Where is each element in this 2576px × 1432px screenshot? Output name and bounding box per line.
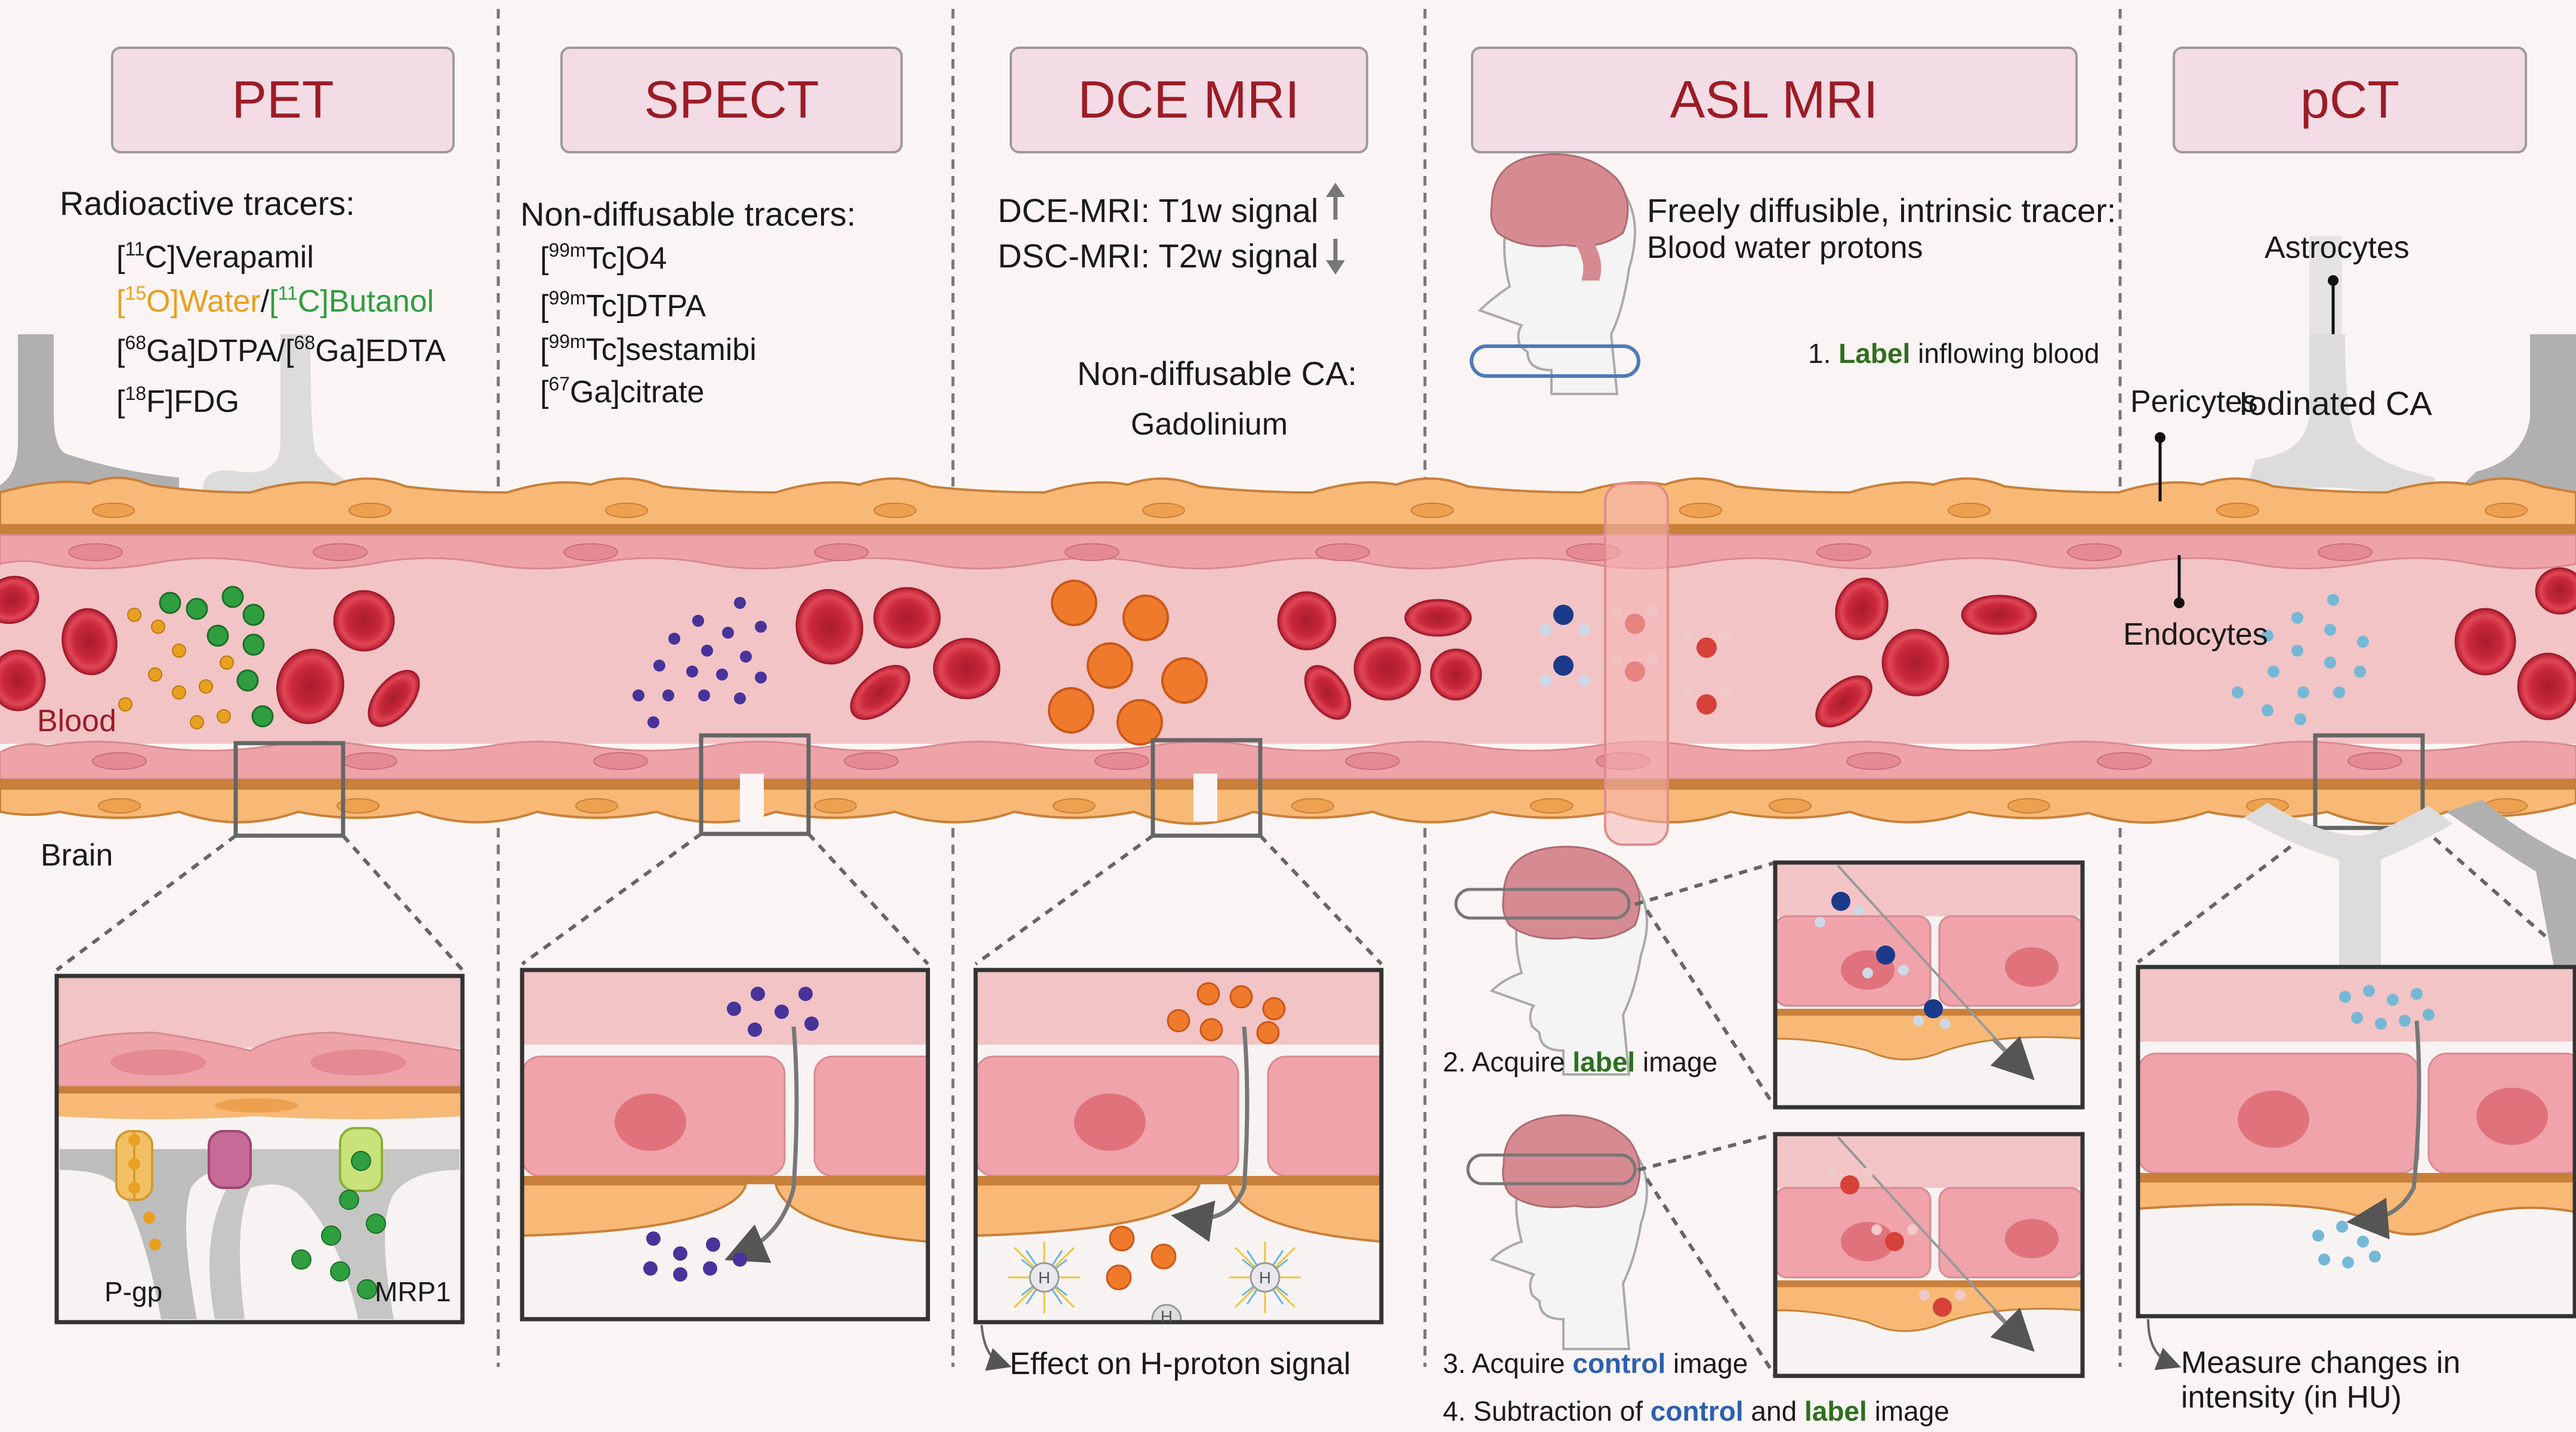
pct-measure-line2: intensity (in HU): [2181, 1380, 2402, 1415]
zoom-markers: [233, 733, 2425, 838]
dce-title: DCE MRI: [1078, 70, 1300, 129]
pet-heading: Radioactive tracers:: [60, 184, 355, 222]
pet-tracers-vessel: [118, 586, 274, 729]
asl-heading: Freely diffusible, intrinsic tracer:: [1647, 192, 2116, 229]
astrocyte-pointer-dot: [2328, 275, 2339, 286]
asl-step2: 2. Acquire label image: [1443, 1046, 1717, 1077]
asl-step4: 4. Subtraction of control and label imag…: [1443, 1396, 1949, 1427]
pct-measure-line1: Measure changes in: [2181, 1345, 2460, 1380]
pet-tracer-verapamil: [11C]Verapamil: [116, 238, 314, 275]
mrp1-label: MRP1: [375, 1276, 451, 1307]
dce-effect-label: Effect on H-proton signal: [1010, 1347, 1350, 1381]
gadolinium-vessel: [1048, 580, 1208, 746]
dce-line1: DCE-MRI: T1w signal: [998, 192, 1318, 229]
dce-effect-arrow: [980, 1325, 1012, 1371]
spect-tracer-tcdtpa: [99mTc]DTPA: [540, 287, 706, 324]
dce-ca-name: Gadolinium: [1131, 407, 1288, 442]
endocyte-pointer-dot: [2174, 598, 2185, 608]
asl-title: ASL MRI: [1670, 70, 1878, 129]
pct-title: pCT: [2300, 70, 2399, 129]
pericyte-pointer-dot: [2155, 432, 2165, 443]
zoom-connectors: [55, 826, 2576, 1377]
pet-title: PET: [232, 70, 334, 129]
arrow-down-icon: [1326, 239, 1345, 275]
pct-pericytes-label: Pericytes: [2130, 384, 2258, 419]
spect-tracer-tco4: [99mTc]O4: [540, 239, 667, 276]
pet-tracer-fdg: [18F]FDG: [116, 383, 239, 419]
pct-iodinated-label: Iodinated CA: [2239, 384, 2432, 422]
iodinated-ca-vessel: [2232, 594, 2369, 725]
pgp-label: P-gp: [104, 1276, 162, 1307]
pct-zoom-panel: [2136, 800, 2576, 1319]
red-blood-cells: [0, 567, 2576, 728]
pct-measure-arrow: [2147, 1319, 2181, 1371]
spect-zoom-panel: [520, 968, 930, 1322]
pet-zoom-panel: [54, 974, 465, 1325]
spect-tracer-sestamibi: [99mTc]sestamibi: [540, 331, 757, 367]
asl-subheading: Blood water protons: [1647, 230, 1923, 265]
asl-water-molecules-vessel: [1540, 605, 1730, 715]
head-icon: [1470, 153, 1640, 395]
pet-tracer-ga-dtpa-edta: [68Ga]DTPA/[68Ga]EDTA: [116, 332, 446, 368]
proton-symbol: H: [1259, 1268, 1271, 1287]
pct-astrocytes-label: Astrocytes: [2265, 230, 2410, 265]
pet-tracer-water-butanol: [15O]Water/[11C]Butanol: [116, 282, 434, 319]
spect-heading: Non-diffusable tracers:: [520, 195, 856, 233]
spect-title: SPECT: [644, 70, 819, 129]
head-icon: [1466, 1114, 1648, 1350]
brain-label: Brain: [41, 838, 113, 873]
title-boxes: [111, 47, 2527, 153]
asl-label-band: [1604, 482, 1669, 846]
asl-step3: 3. Acquire control image: [1443, 1348, 1748, 1379]
spect-tracers-vessel: [633, 597, 767, 728]
dce-ca-heading: Non-diffusable CA:: [1077, 355, 1357, 392]
head-icon: [1454, 845, 1648, 1076]
proton-symbol: H: [1161, 1307, 1173, 1326]
spect-tracer-gacitrate: [67Ga]citrate: [540, 373, 704, 409]
asl-zoom-panel-label: [1773, 860, 2085, 1110]
blood-label: Blood: [37, 704, 116, 738]
arrow-up-icon: [1326, 183, 1345, 220]
asl-zoom-panel-control: [1773, 1132, 2085, 1378]
proton-symbol: H: [1038, 1268, 1050, 1287]
pct-endocytes-label: Endocytes: [2123, 617, 2268, 652]
asl-step1: 1. Label inflowing blood: [1808, 338, 2099, 369]
dce-zoom-panel: [973, 968, 1384, 1325]
dce-line2: DSC-MRI: T2w signal: [998, 237, 1318, 275]
panel-dividers: [496, 9, 2122, 1367]
